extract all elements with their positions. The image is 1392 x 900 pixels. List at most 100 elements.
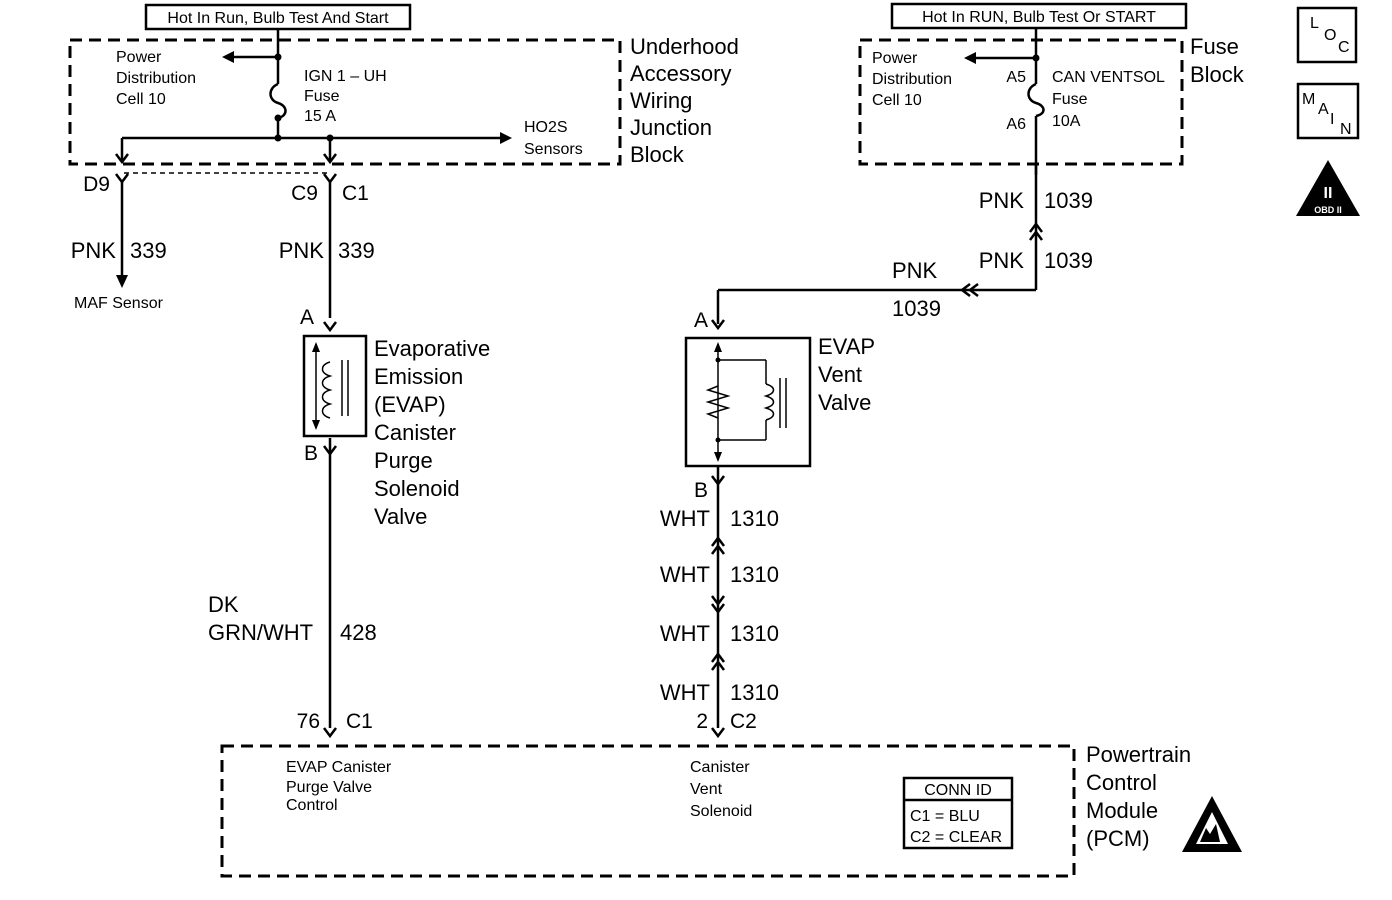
conn-id-header: CONN ID — [924, 782, 992, 799]
purge-component-5: Purge — [374, 448, 433, 473]
purge-pcm-conn: C1 — [346, 710, 373, 733]
purge-component-7: Valve — [374, 504, 427, 529]
vent-wht-color-3: WHT — [660, 621, 710, 646]
left-banner-text: Hot In Run, Bulb Test And Start — [167, 10, 389, 27]
purge-component-2: Emission — [374, 364, 463, 389]
loc-letter-o: O — [1324, 27, 1336, 44]
right-power-dist-1: Power — [872, 50, 918, 67]
vent-valve-branch: PNK 1039 PNK 1039 PNK 1039 A EVAP Vent V… — [660, 164, 1093, 739]
vent-wire-color-top: PNK — [979, 188, 1025, 213]
vent-component-1: EVAP — [818, 334, 875, 359]
left-block-title-3: Wiring — [630, 88, 692, 113]
maf-sensor-branch: D9 PNK 339 MAF Sensor — [71, 138, 330, 312]
fuse-block: Hot In RUN, Bulb Test Or START Power Dis… — [858, 2, 1245, 175]
vent-wht-circuit-1: 1310 — [730, 506, 779, 531]
purge-pin-b: B — [304, 442, 318, 465]
purge-wire2-color-1: DK — [208, 592, 239, 617]
left-power-dist-2: Distribution — [116, 70, 196, 87]
vent-component-2: Vent — [818, 362, 862, 387]
maf-sensor-label: MAF Sensor — [74, 295, 164, 312]
left-fuse-label: Fuse — [304, 88, 340, 105]
pcm-title-3: Module — [1086, 798, 1158, 823]
right-power-dist-3: Cell 10 — [872, 92, 922, 109]
main-letter-i: I — [1330, 111, 1334, 128]
coil-icon — [763, 383, 775, 421]
purge-circuit2: 428 — [340, 620, 377, 645]
vent-wire-color-horiz: PNK — [892, 258, 938, 283]
right-pin-a5: A5 — [1006, 69, 1026, 86]
maf-pin: D9 — [83, 173, 110, 196]
main-letter-m: M — [1302, 91, 1315, 108]
purge-component-4: Canister — [374, 420, 456, 445]
purge-component-6: Solenoid — [374, 476, 460, 501]
left-block-title-1: Underhood — [630, 34, 739, 59]
right-banner-text: Hot In RUN, Bulb Test Or START — [922, 9, 1156, 26]
right-fuse-label: Fuse — [1052, 91, 1088, 108]
pcm-block: EVAP Canister Purge Valve Control Canist… — [220, 742, 1242, 878]
obd-ii-icon: II OBD II — [1296, 160, 1360, 216]
pcm-title-4: (PCM) — [1086, 826, 1150, 851]
right-pin-a6: A6 — [1006, 116, 1026, 133]
purge-conn-top: C1 — [342, 182, 369, 205]
conn-id-c1: C1 = BLU — [910, 808, 980, 825]
purge-circuit: 339 — [338, 238, 375, 263]
resistor-icon — [705, 385, 731, 419]
pcm-purge-label-2: Purge Valve — [286, 779, 372, 796]
loc-letter-l: L — [1310, 15, 1319, 32]
vent-pcm-conn: C2 — [730, 710, 757, 733]
left-power-dist-3: Cell 10 — [116, 91, 166, 108]
ho2s-label-2: Sensors — [524, 141, 583, 158]
pcm-purge-label-3: Control — [286, 797, 338, 814]
maf-circuit: 339 — [130, 238, 167, 263]
left-block-title-5: Block — [630, 142, 685, 167]
loc-letter-c: C — [1338, 39, 1350, 56]
arrow-right-icon — [500, 132, 512, 144]
vent-wire-color-mid: PNK — [979, 248, 1025, 273]
vent-wht-circuit-2: 1310 — [730, 562, 779, 587]
left-fuse-name: IGN 1 – UH — [304, 68, 387, 85]
obd-text: OBD II — [1314, 205, 1342, 215]
right-fuse-name: CAN VENTSOL — [1052, 69, 1165, 86]
conn-id-c2: C2 = CLEAR — [910, 829, 1002, 846]
maf-wire-color: PNK — [71, 238, 117, 263]
main-badge-icon: M A I N — [1296, 82, 1360, 140]
left-block-title-2: Accessory — [630, 61, 731, 86]
right-block-title-2: Block — [1190, 62, 1245, 87]
purge-solenoid-branch: C9 C1 PNK 339 A B Evaporative Emission (… — [208, 138, 490, 739]
esd-warning-icon — [1182, 796, 1242, 852]
right-block-title-1: Fuse — [1190, 34, 1239, 59]
pcm-vent-label-2: Vent — [690, 781, 723, 798]
purge-wire2-color-2: GRN/WHT — [208, 620, 313, 645]
vent-wht-color-1: WHT — [660, 506, 710, 531]
loc-badge-icon: L O C — [1296, 6, 1358, 64]
pcm-vent-label-1: Canister — [690, 759, 750, 776]
main-letter-a: A — [1318, 101, 1329, 118]
right-block-outline — [858, 38, 1184, 166]
purge-pin-a: A — [300, 306, 314, 329]
arrow-down-icon — [116, 275, 128, 288]
fuse-icon — [269, 82, 287, 120]
purge-pcm-pin: 76 — [297, 710, 320, 733]
fuse-icon — [1027, 82, 1045, 118]
pcm-vent-label-3: Solenoid — [690, 803, 752, 820]
left-block-title-4: Junction — [630, 115, 712, 140]
coil-icon — [321, 361, 333, 419]
conn-id-table — [902, 776, 1014, 850]
purge-solenoid-box — [302, 334, 368, 438]
right-power-dist-2: Distribution — [872, 71, 952, 88]
pcm-purge-label-1: EVAP Canister — [286, 759, 392, 776]
vent-circuit-top: 1039 — [1044, 188, 1093, 213]
right-banner-box — [890, 2, 1188, 30]
vent-valve-box — [684, 336, 812, 468]
vent-wht-circuit-3: 1310 — [730, 621, 779, 646]
pcm-title-1: Powertrain — [1086, 742, 1191, 767]
main-letter-n: N — [1340, 121, 1352, 138]
vent-pcm-pin: 2 — [696, 710, 708, 733]
ho2s-label-1: HO2S — [524, 119, 568, 136]
vent-pin-b: B — [694, 479, 708, 502]
purge-component-3: (EVAP) — [374, 392, 446, 417]
purge-component-1: Evaporative — [374, 336, 490, 361]
arrow-left-icon — [964, 52, 976, 64]
purge-pin-top: C9 — [291, 182, 318, 205]
